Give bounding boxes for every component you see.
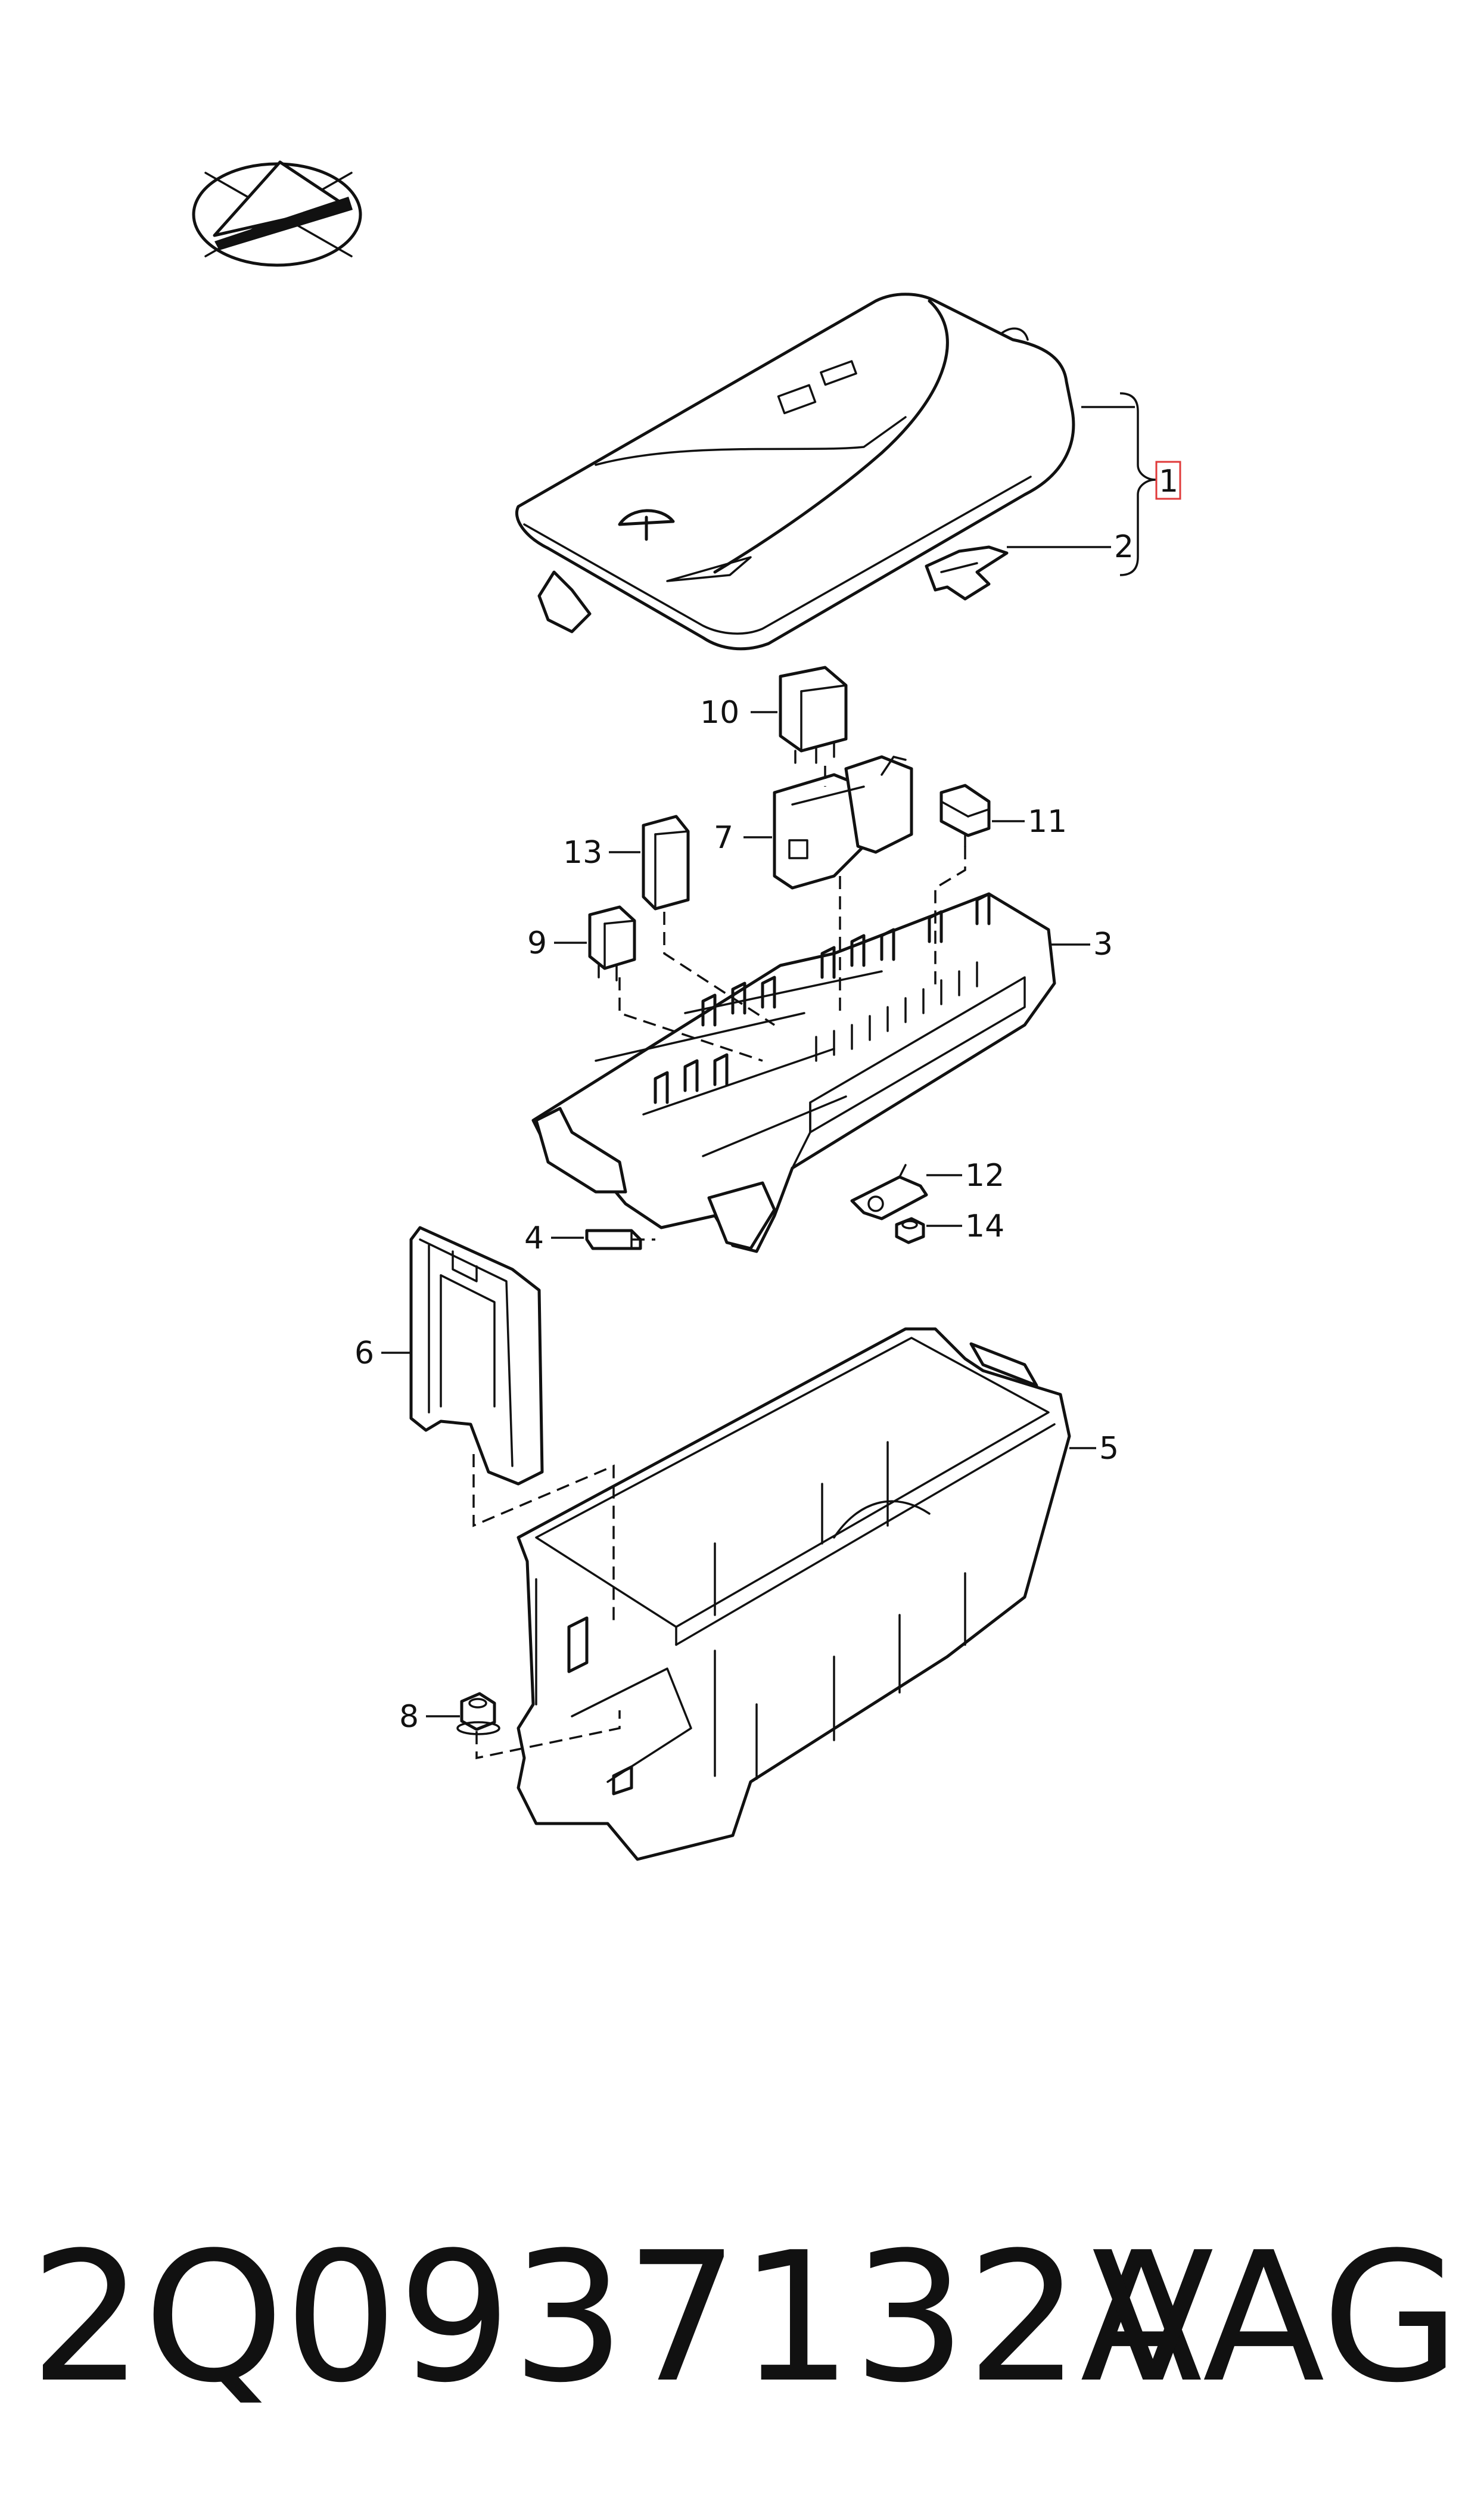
callout-4[interactable]: 4 <box>524 1220 544 1256</box>
leader-lines <box>381 406 1135 1717</box>
callout-5[interactable]: 5 <box>1099 1431 1119 1467</box>
callout-7[interactable]: 7 <box>714 820 733 856</box>
callout-1[interactable]: 1 <box>1159 464 1178 499</box>
flange-nut-8 <box>456 1692 500 1735</box>
orientation-compass-icon <box>192 160 362 267</box>
side-cover-6 <box>409 1226 544 1486</box>
callout-1-highlight-box <box>1155 461 1181 500</box>
callout-10[interactable]: 10 <box>700 695 739 731</box>
callout-14[interactable]: 14 <box>965 1209 1004 1244</box>
callout-8[interactable]: 8 <box>399 1699 419 1735</box>
callout-6[interactable]: 6 <box>354 1335 374 1371</box>
callout-9[interactable]: 9 <box>527 925 547 961</box>
relay-holder-7 <box>773 755 913 890</box>
nut-14 <box>895 1217 925 1244</box>
callout-13[interactable]: 13 <box>563 835 602 871</box>
footer: 2Q0937132A VAG <box>0 2217 1484 2419</box>
callout-3[interactable]: 3 <box>1093 927 1113 962</box>
assembly-guide-lines <box>472 766 966 1760</box>
blade-fuse-11 <box>939 784 991 847</box>
fuse-box-cover <box>515 293 1075 651</box>
callout-2[interactable]: 2 <box>1114 529 1134 565</box>
bracket-12 <box>850 1164 928 1220</box>
brand-name: VAG <box>1091 2214 1460 2422</box>
relay-10 <box>779 666 848 764</box>
retaining-clip <box>925 545 1009 601</box>
callout-12[interactable]: 12 <box>965 1158 1004 1194</box>
insert-plug-4 <box>585 1229 642 1250</box>
part-number: 2Q0937132A <box>30 2214 1203 2422</box>
callout-labels: 1 2 3 4 5 6 7 8 9 10 11 12 13 14 <box>354 461 1181 1735</box>
maxi-fuse-13 <box>642 815 690 911</box>
micro-relay-9 <box>588 905 636 981</box>
callout-11[interactable]: 11 <box>1028 804 1067 840</box>
lower-housing-5 <box>517 1327 1071 1861</box>
fuse-carrier-3 <box>531 892 1056 1253</box>
